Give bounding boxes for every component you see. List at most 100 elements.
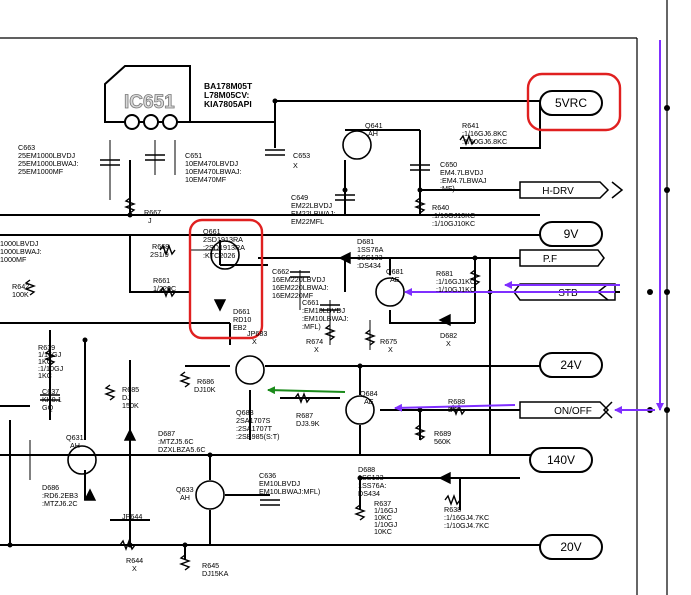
transistor-q684 <box>345 395 375 425</box>
label-c661: C661:EM10LBVDJ:EM10LBWAJ::MFL) <box>302 298 348 331</box>
regulator-part-2: KIA7805API <box>204 99 252 109</box>
capacitor-c662 <box>290 271 310 278</box>
label-r638: R638:1/16GJ4.7KC:1/10GJ4.7KC <box>444 505 489 530</box>
capacitor-c661 <box>320 304 340 311</box>
label-r681: R681:1/16GJ1KC:1/10GJ1KC <box>436 269 475 294</box>
diode-d681 <box>338 251 351 265</box>
regulator-part-1: L78M05CV: <box>204 90 250 100</box>
resistor-r668 <box>159 244 176 256</box>
resistor-r641 <box>459 134 476 146</box>
resistor-r689 <box>414 424 426 441</box>
capacitor-c663 <box>100 159 120 166</box>
port-140v: 140V <box>547 453 575 467</box>
signal-arrows <box>394 40 664 414</box>
resistor-r640 <box>414 197 426 214</box>
resistors <box>24 134 481 571</box>
resistor-r685 <box>104 384 116 401</box>
diode-d686 <box>83 488 97 501</box>
port-9v: 9V <box>564 227 579 241</box>
diode-d687 <box>123 428 137 441</box>
resistor-r642 <box>24 279 36 296</box>
transistor-q633 <box>195 480 225 510</box>
port-shapes <box>529 90 603 560</box>
label-jp644: JP644 <box>122 512 142 521</box>
port-20v: 20V <box>560 540 581 554</box>
resistor-r687 <box>294 392 311 404</box>
transistor-q683 <box>235 355 265 385</box>
resistor-r638 <box>444 494 461 506</box>
diodes <box>83 251 451 501</box>
resistor-r686 <box>179 371 191 388</box>
arrow-onoff-q684 <box>394 403 516 412</box>
capacitors <box>40 149 430 506</box>
transistor-q661 <box>210 240 240 270</box>
port-on-off: ON/OFF <box>554 406 592 417</box>
diode-d682 <box>438 313 451 327</box>
resistor-r681 <box>469 269 481 286</box>
green-arrow <box>267 386 346 395</box>
transistors <box>67 130 405 510</box>
highlight-5vrc <box>526 72 622 132</box>
capacitor-c653 <box>265 149 285 156</box>
capacitor-c650 <box>410 164 430 171</box>
transistor-q641 <box>342 130 372 160</box>
resistor-r639 <box>44 349 56 366</box>
resistor-r667 <box>124 197 136 214</box>
diode-d661 <box>213 299 227 312</box>
label-r640: R640:1/16GJ10KC:1/10GJ10KC <box>432 203 475 228</box>
port-24v: 24V <box>560 358 581 372</box>
regulator-part-0: BA178M05T <box>204 81 253 91</box>
port-h-drv: H-DRV <box>542 186 574 197</box>
port-5vrc: 5VRC <box>555 96 587 110</box>
label-r641: R641:1/16GJ6.8KC:1/10GJ6.8KC <box>462 121 507 146</box>
port-pf: P.F <box>543 254 557 265</box>
regulator-partnumbers: BA178M05T L78M05CV: KIA7805API <box>204 81 253 109</box>
regulator-id: IC651 <box>124 92 175 113</box>
capacitor-c637 <box>40 394 60 401</box>
resistor-r637 <box>354 504 366 521</box>
diode-d688 <box>438 471 451 485</box>
resistor-r674 <box>324 324 336 341</box>
regulator-ic651: IC651 <box>104 65 191 130</box>
highlights <box>188 72 622 340</box>
resistor-r675 <box>364 329 376 346</box>
capacitor-c651 <box>145 154 165 161</box>
capacitor-c636 <box>260 499 280 506</box>
label-d686: D686:RD6.2EB3:MTZJ6.2C <box>42 483 78 508</box>
